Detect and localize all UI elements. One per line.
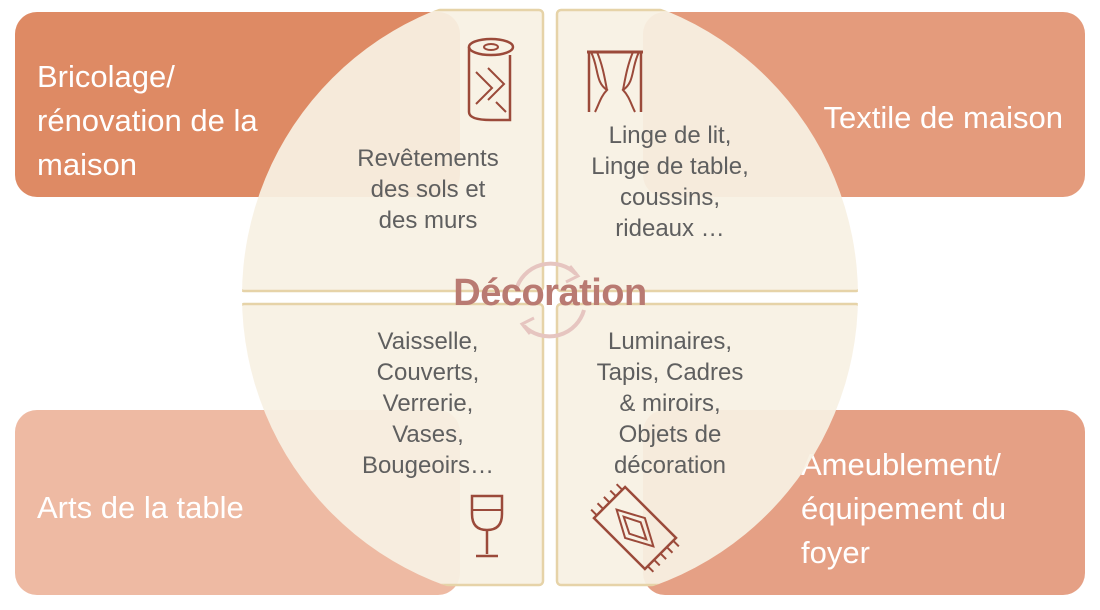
- category-label-textile: Textile de maison: [823, 100, 1063, 135]
- refresh-cycle-icon: [514, 261, 586, 339]
- category-label-ameublement: Ameublement/ équipement du foyer: [801, 447, 1007, 570]
- category-label-bricolage: Bricolage/ rénovation de la maison: [37, 59, 258, 182]
- wine-glass-icon: [470, 494, 504, 558]
- items-bricolage: Revêtements des sols et des murs: [357, 145, 499, 234]
- items-ameublement: Luminaires, Tapis, Cadres & miroirs, Obj…: [596, 328, 744, 479]
- curtains-icon: [587, 50, 643, 113]
- items-arts-de-la-table: Vaisselle, Couverts, Verrerie, Vases, Bo…: [361, 328, 495, 479]
- center-title: Décoration: [453, 272, 647, 314]
- rug-icon: [590, 483, 680, 573]
- paper-roll-icon: [467, 37, 515, 122]
- category-label-arts-de-la-table: Arts de la table: [37, 490, 244, 525]
- items-textile: Linge de lit, Linge de table, coussins, …: [591, 122, 749, 242]
